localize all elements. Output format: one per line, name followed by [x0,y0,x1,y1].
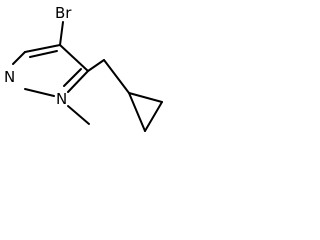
bond-c3-c4 [24,44,61,53]
bond-n1-methyl [67,105,90,125]
bond-n1-c5-inner [63,68,82,87]
bond-c3-c4-inner [29,50,58,58]
atom-label-br: Br [55,4,72,22]
bond-ch2-cyclopropyl [103,59,130,94]
bond-c5-ch2 [87,59,105,72]
bond-c4-c5 [59,44,89,72]
bond-cyclopropyl-c [128,92,163,103]
atom-label-n2: N [4,68,15,86]
bond-n2-n1 [24,88,55,97]
bond-c3-n2 [12,51,26,65]
atom-label-n1: N [56,90,67,108]
bond-c4-br [59,21,64,46]
chemical-structure: Br N N [4,4,163,132]
bond-cyclopropyl-a [128,92,146,132]
bond-cyclopropyl-b [144,101,163,132]
bond-n1-c5 [67,70,89,93]
